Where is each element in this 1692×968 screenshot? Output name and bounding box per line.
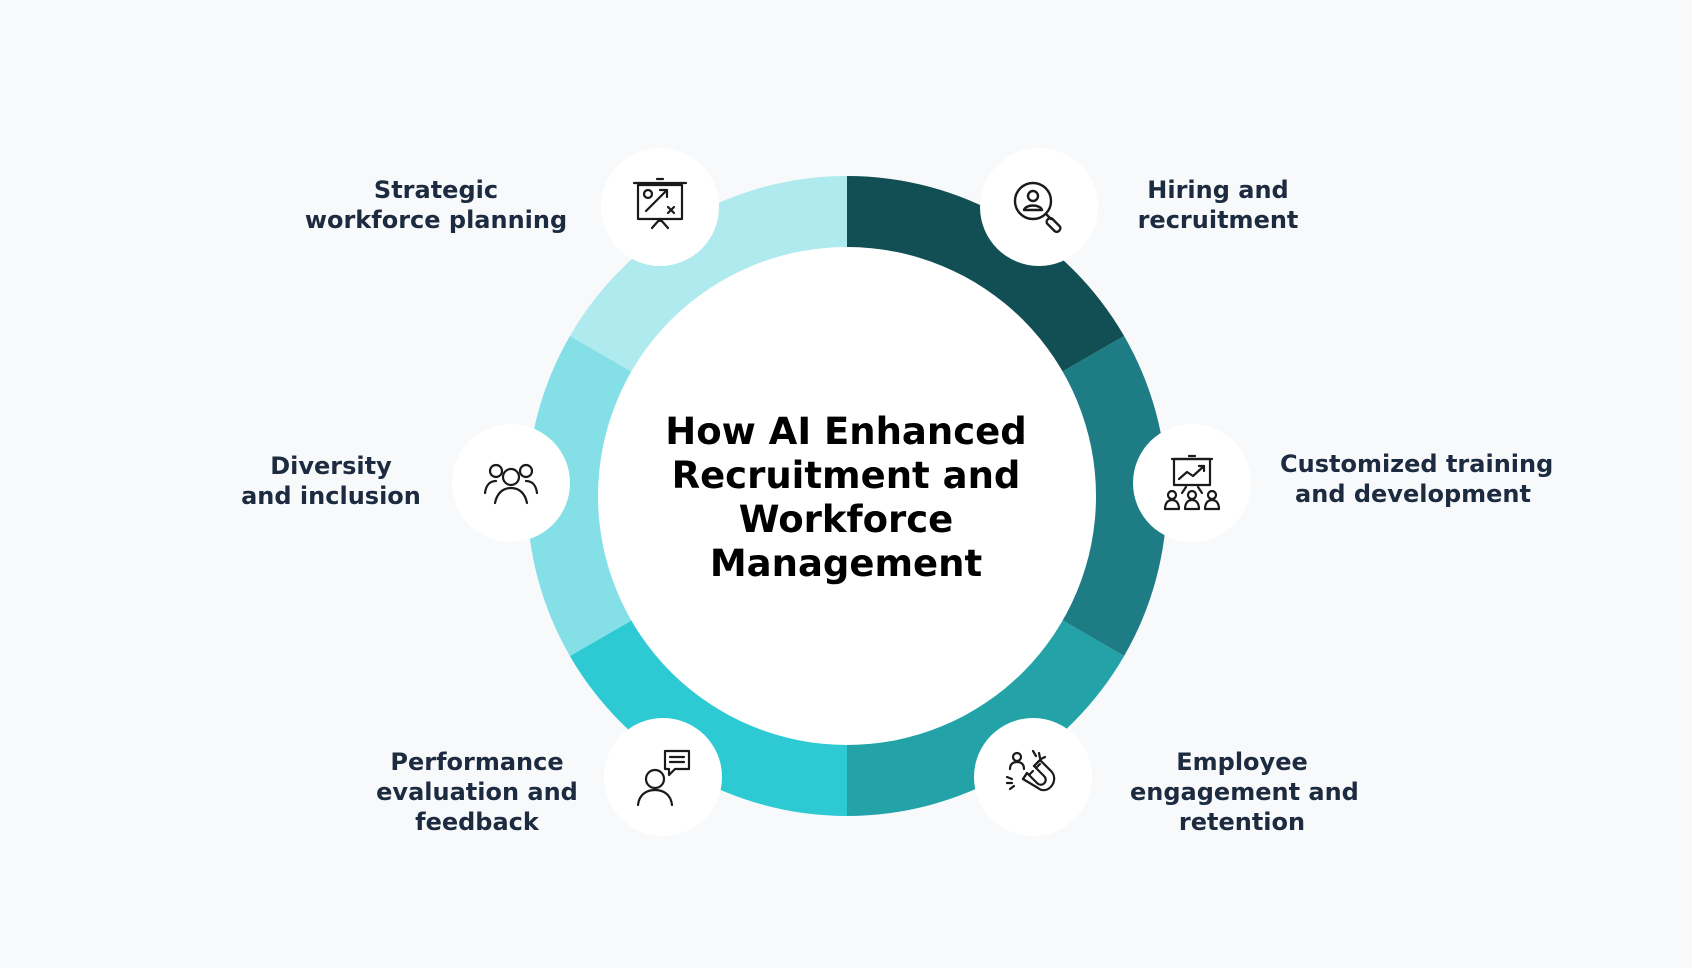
label-line: Diversity [270,452,392,480]
ring-segment [569,176,847,372]
label-line: retention [1178,808,1306,836]
label-line: and inclusion [241,482,421,510]
ring-segment [847,176,1125,372]
diagram-title: How AI Enhanced Recruitment and Workforc… [646,410,1046,586]
label-line: and development [1295,480,1531,508]
badge-strategic [601,148,719,266]
label-performance: Performance evaluation and feedback [365,747,589,837]
ring-segment [847,620,1125,816]
center-circle [598,247,1096,745]
title-line: Workforce [738,498,954,541]
label-line: feedback [415,808,539,836]
magnifier-person-icon [1013,181,1062,234]
title-line: How AI Enhanced [665,410,1027,453]
magnet-people-icon [1005,749,1056,792]
label-diversity: Diversity and inclusion [235,451,427,511]
label-strategic: Strategic workforce planning [300,175,572,235]
label-line: Hiring and [1147,176,1289,204]
ring-segment [569,620,847,816]
label-line: workforce planning [304,206,568,234]
person-chat-icon [636,749,691,807]
label-hiring: Hiring and recruitment [1118,175,1318,235]
label-line: Customized training [1280,450,1554,478]
title-line: Recruitment and [671,454,1021,497]
label-line: Employee [1176,748,1308,776]
label-line: Strategic [373,176,499,204]
badge-training [1133,424,1251,542]
label-line: engagement and [1130,778,1359,806]
badge-performance [604,718,722,836]
label-engagement: Employee engagement and retention [1130,747,1359,837]
badge-engagement [974,718,1092,836]
title-line: Management [709,542,983,585]
badge-diversity [452,424,570,542]
ring-segment [1061,336,1168,656]
badge-hiring [980,148,1098,266]
label-line: Performance [390,748,564,776]
label-line: recruitment [1137,206,1299,234]
strategy-board-icon [632,177,688,230]
label-line: evaluation and [376,778,578,806]
group-people-icon [483,463,539,505]
label-training: Customized training and development [1280,449,1554,509]
ring-segment [527,336,633,656]
presentation-chart-icon [1163,454,1221,511]
